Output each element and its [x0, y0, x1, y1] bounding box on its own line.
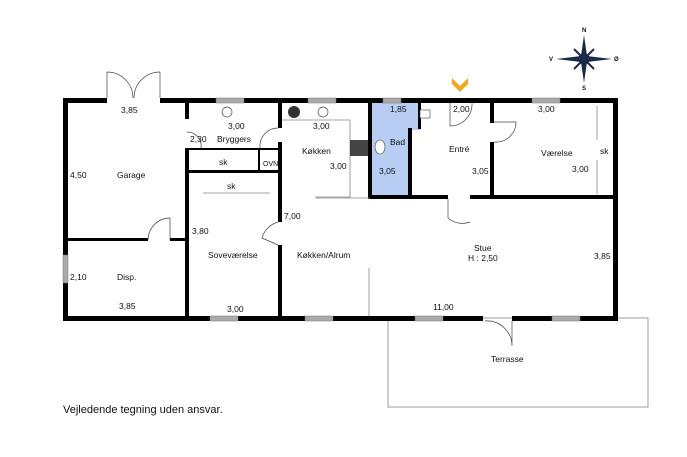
dim-disp-depth: 2,10	[70, 272, 87, 282]
compass-south: S	[582, 86, 586, 92]
room-kokken-alrum: Køkken/Alrum	[297, 250, 350, 260]
dim-entre-width: 2,00	[453, 104, 470, 114]
windows	[62, 97, 581, 322]
dim-stue-depth: 3,85	[594, 251, 611, 261]
room-ovn: OVN	[263, 161, 278, 168]
dim-bryggers-width: 3,00	[228, 121, 245, 131]
room-bad: Bad	[390, 137, 405, 147]
washbasin-icon	[374, 139, 386, 155]
dim-vaerelse-width: 3,00	[538, 104, 555, 114]
room-sovevaerelse: Soveværelse	[208, 250, 258, 260]
room-sk-bryggers: sk	[219, 157, 228, 167]
room-stue: Stue	[474, 243, 492, 253]
doors	[106, 71, 517, 347]
compass-west: V	[549, 57, 553, 63]
compass-north: N	[582, 28, 586, 34]
dim-entre-depth: 3,05	[472, 166, 489, 176]
room-entre: Entré	[449, 144, 470, 154]
room-vaerelse: Værelse	[541, 148, 573, 158]
dim-alrum-depth: 7,00	[284, 211, 301, 221]
compass-rose-icon: N V Ø S	[549, 28, 619, 92]
room-kokken: Køkken	[302, 146, 331, 156]
compass-east: Ø	[614, 57, 619, 63]
dim-garage-width: 3,85	[121, 105, 138, 115]
stove-icon	[350, 140, 368, 156]
dim-bad-width: 1,85	[390, 104, 407, 114]
inner-walls	[68, 103, 615, 318]
sink-icon	[317, 106, 329, 118]
dim-kokken-width: 3,00	[313, 121, 330, 131]
dim-disp-width: 3,85	[119, 301, 136, 311]
outer-walls	[63, 98, 618, 321]
toilet-icon	[419, 109, 431, 119]
entrance-marker-icon	[452, 78, 468, 92]
room-sk-sove: sk	[227, 181, 236, 191]
room-garage: Garage	[117, 170, 146, 180]
fan-icon	[288, 106, 300, 118]
room-bryggers: Bryggers	[217, 134, 251, 144]
sink-icon	[221, 106, 233, 118]
room-disp: Disp.	[117, 272, 136, 282]
fixtures	[203, 106, 598, 316]
room-sk-vaerelse: sk	[600, 146, 609, 156]
dim-sove-depth: 3,80	[192, 226, 209, 236]
stue-ceiling-height: H : 2,50	[468, 253, 498, 263]
dim-garage-depth: 4,50	[70, 170, 87, 180]
dim-sove-width: 3,00	[227, 304, 244, 314]
dim-bryggers-depth: 2,30	[190, 134, 207, 144]
dim-vaerelse-depth: 3,00	[572, 164, 589, 174]
disclaimer-note: Vejledende tegning uden ansvar.	[63, 404, 223, 416]
room-terrasse: Terrasse	[491, 354, 524, 364]
dim-bad-depth: 3,05	[379, 166, 396, 176]
dim-stue-width: 11,00	[433, 302, 454, 312]
dim-kokken-depth: 3,00	[330, 161, 347, 171]
